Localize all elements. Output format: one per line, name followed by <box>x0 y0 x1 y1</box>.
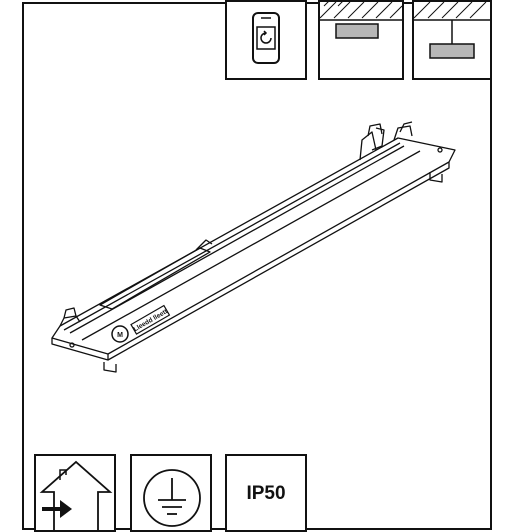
ip-rating-label: IP50 <box>246 483 286 504</box>
ceiling-recessed-mount-icon <box>318 0 404 80</box>
fixture-badge-ring <box>111 325 129 343</box>
protective-earth-icon <box>130 454 212 532</box>
phone-app-icon <box>225 0 307 80</box>
ip-rating-icon: IP50 <box>225 454 307 532</box>
ceiling-suspended-mount-icon <box>412 0 492 80</box>
indoor-use-icon <box>34 454 116 532</box>
fixture-badge-text: M <box>117 332 123 339</box>
